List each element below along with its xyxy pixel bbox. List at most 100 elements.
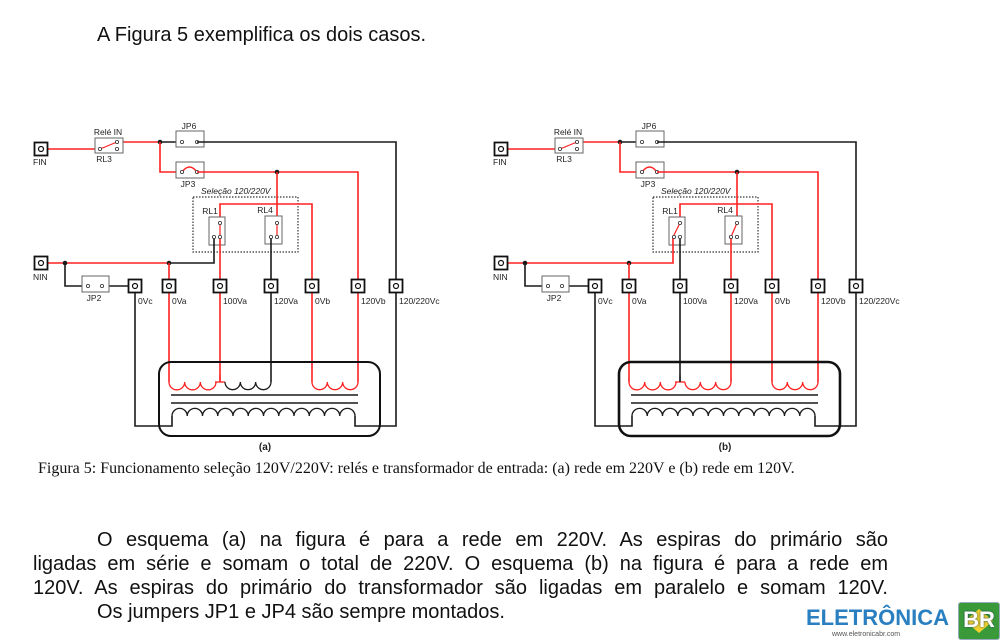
contact-pin xyxy=(639,139,644,144)
jumper-label-jp6: JP6 xyxy=(182,121,197,131)
contact-pin xyxy=(179,170,184,175)
jumper-jp2 xyxy=(541,275,570,293)
contact-pin xyxy=(546,283,551,288)
logo-badge: BR xyxy=(963,607,995,632)
terminal-screw xyxy=(216,282,224,290)
terminal-screw xyxy=(267,282,275,290)
contact-pin xyxy=(677,235,682,240)
terminal-screw xyxy=(676,282,684,290)
chip-flag-icon xyxy=(958,602,1000,640)
jumper-label-jp2: JP2 xyxy=(547,293,562,303)
wire xyxy=(354,286,397,427)
wire xyxy=(169,237,215,264)
wire xyxy=(64,263,135,287)
logo-url: www.eletronicabr.com xyxy=(832,631,901,638)
terminal-screw xyxy=(591,282,599,290)
contact-pin xyxy=(639,170,644,175)
terminal-screw xyxy=(37,259,45,267)
relay-label-rl4: RL4 xyxy=(257,205,273,215)
terminal-label: 120Vb xyxy=(361,296,386,306)
relay-label-rl1: RL1 xyxy=(662,206,678,216)
terminal-label: 0Va xyxy=(172,296,187,306)
terminal-label: 0Vc xyxy=(598,296,613,306)
terminal-label: 120/220Vc xyxy=(859,296,900,306)
secondary-coil xyxy=(631,407,816,417)
wire xyxy=(814,286,857,427)
wire xyxy=(134,286,173,427)
wire xyxy=(219,203,313,286)
wire xyxy=(657,141,857,286)
contact-pin xyxy=(268,235,273,240)
terminal-screw xyxy=(37,145,45,153)
jumper-label-jp2: JP2 xyxy=(87,293,102,303)
paragraph-line: 120V. As espiras do primário do transfor… xyxy=(33,577,888,599)
terminal-screw xyxy=(354,282,362,290)
terminal-screw xyxy=(852,282,860,290)
transformer-body xyxy=(158,361,381,437)
primary-coil-a xyxy=(628,381,677,391)
jumper-jp6 xyxy=(635,130,665,148)
contact-pin xyxy=(115,139,120,144)
relay-rl4 xyxy=(264,215,283,245)
terminal-label-fin: FIN xyxy=(493,157,507,167)
contact-pin xyxy=(217,235,222,240)
terminal-label: 0Vb xyxy=(315,296,330,306)
logo-text: ELETRÔNICA xyxy=(806,605,949,630)
relay-rl1 xyxy=(208,216,226,246)
intro-text: A Figura 5 exemplifica os dois casos. xyxy=(97,24,427,46)
terminal-screw xyxy=(308,282,316,290)
terminal-screw xyxy=(165,282,173,290)
terminal-label: 0Vb xyxy=(775,296,790,306)
terminal-label: 120/220Vc xyxy=(399,296,440,306)
primary-coil-c xyxy=(771,381,819,391)
terminal-label: 100Va xyxy=(223,296,247,306)
contact-pin xyxy=(115,147,120,152)
primary-coil-c xyxy=(311,381,359,391)
jumper-jp6 xyxy=(175,130,205,148)
terminal-label: 0Vc xyxy=(138,296,153,306)
contact-pin xyxy=(274,235,279,240)
wire xyxy=(159,142,182,173)
terminal-label: 120Va xyxy=(274,296,298,306)
panel-label-a: (a) xyxy=(259,442,271,453)
selection-label: Seleção 120/220V xyxy=(661,186,732,196)
figure-caption: Figura 5: Funcionamento seleção 120V/220… xyxy=(38,460,795,477)
jumper-label-jp3: JP3 xyxy=(181,179,196,189)
relay-label-rl1: RL1 xyxy=(202,206,218,216)
body-paragraph: O esquema (a) na figura é para a rede em… xyxy=(33,528,888,624)
wire xyxy=(197,171,359,286)
wire xyxy=(594,286,633,427)
contact-pin xyxy=(98,147,103,152)
terminal-label: 100Va xyxy=(683,296,707,306)
terminal-label: 0Va xyxy=(632,296,647,306)
terminal-screw xyxy=(497,259,505,267)
wire xyxy=(99,141,118,150)
contact-pin xyxy=(100,283,105,288)
contact-pin xyxy=(211,235,216,240)
wire xyxy=(559,141,578,150)
selection-box xyxy=(652,196,759,253)
contact-pin xyxy=(728,235,733,240)
relay-rl1 xyxy=(668,216,686,246)
wire xyxy=(619,142,642,173)
eletronicabr-logo: ELETRÔNICA BR www.eletronicabr.com xyxy=(806,600,1000,642)
relay-label-rl4: RL4 xyxy=(717,205,733,215)
terminal-screw xyxy=(727,282,735,290)
terminal-label-nin: NIN xyxy=(493,272,508,282)
terminal-label-nin: NIN xyxy=(33,272,48,282)
primary-coil-a xyxy=(168,381,217,391)
jumper-jp2 xyxy=(81,275,110,293)
wire xyxy=(197,141,397,286)
wire xyxy=(672,222,681,238)
selection-label: Seleção 120/220V xyxy=(201,186,272,196)
relay-label-rl3: RL3 xyxy=(96,154,112,164)
paragraph-line: Os jumpers JP1 e JP4 são sempre montados… xyxy=(97,601,505,623)
contact-pin xyxy=(558,147,563,152)
terminal-screw xyxy=(131,282,139,290)
terminal-label: 120Va xyxy=(734,296,758,306)
secondary-coil xyxy=(171,407,356,417)
terminal-screw xyxy=(392,282,400,290)
wire xyxy=(657,171,819,286)
